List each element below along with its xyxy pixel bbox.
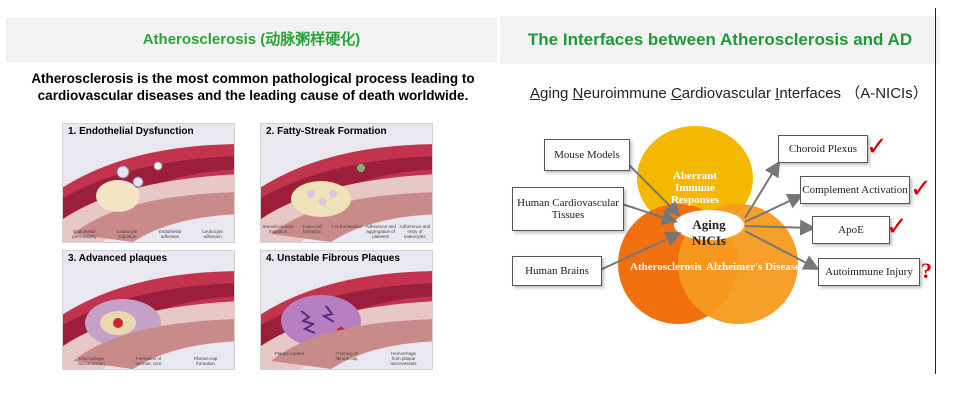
panel-title: 4. Unstable Fibrous Plaques: [266, 253, 400, 264]
panel-endothelial-dysfunction: 1. Endothelial Dysfunction Endothelial p…: [62, 123, 235, 243]
panel-label: Macrophage accumulation: [78, 356, 105, 366]
subtitle-word: euroimmune: [583, 85, 671, 102]
atherosclerosis-label: Atherosclerosis: [630, 261, 702, 273]
checkmark-icon: ✓: [910, 174, 932, 204]
question-mark-icon: ?: [921, 258, 932, 283]
center-ellipse: [674, 210, 744, 240]
panel-labels: Macrophage accumulation Formation of nec…: [63, 356, 234, 366]
panel-label: Foam-cell formation: [302, 224, 323, 234]
panel-fatty-streak-formation: 2. Fatty-Streak Formation Smooth-muscle …: [260, 123, 433, 243]
panel-title: 1. Endothelial Dysfunction: [68, 126, 194, 137]
arrow-human-cardiovascular: [621, 203, 678, 225]
panel-title: 3. Advanced plaques: [68, 253, 168, 264]
right-slide: The Interfaces between Atherosclerosis a…: [500, 6, 958, 374]
panel-label: Plaque rupture: [274, 351, 305, 356]
output-box-choroid-plexus: Choroid Plexus: [778, 135, 868, 163]
left-slide: Atherosclerosis (动脉粥样硬化) Atherosclerosis…: [6, 6, 497, 374]
panel-label: Endothelial adhesion: [158, 229, 182, 239]
panel-label: Leukocyte adhesion: [202, 229, 223, 239]
panel-labels: Smooth-muscle migration Foam-cell format…: [261, 224, 432, 239]
subtitle-initial: A: [530, 85, 541, 102]
lead-statement: Atherosclerosis is the most common patho…: [31, 71, 475, 103]
arrow-human-brains: [599, 231, 682, 271]
subtitle-word: nterfaces: [779, 85, 842, 102]
panel-label: Adherence and aggregation of platelets: [365, 224, 396, 239]
panel-label: Hemorrhage from plaque microvessels: [390, 351, 417, 366]
checkmark-icon: ✓: [886, 212, 908, 242]
subtitle-initial: N: [572, 85, 584, 102]
left-header-band: Atherosclerosis (动脉粥样硬化): [6, 18, 497, 62]
subtitle-word: ardiovascular: [681, 85, 776, 102]
panel-label: Leukocyte migration: [116, 229, 138, 239]
subtitle-initial: I: [775, 85, 780, 102]
panel-labels: Endothelial permeability Leukocyte migra…: [63, 229, 234, 239]
panel-label: Formation of necrotic core: [135, 356, 162, 366]
subtitle-abbreviation: （A-NICIs）: [845, 85, 928, 102]
artery-illustration: [63, 271, 234, 369]
panel-label: Endothelial permeability: [72, 229, 97, 239]
panel-unstable-fibrous-plaques: 4. Unstable Fibrous Plaques Plaque ruptu…: [260, 250, 433, 370]
input-box-human-cardiovascular-tissues: Human Cardiovascular Tissues: [512, 187, 624, 231]
output-box-autoimmune-injury: Autoimmune Injury: [818, 258, 920, 286]
aging-nicis-label: Aging NICIs: [692, 217, 726, 248]
panel-label: Adherence and entry of leukocytes: [399, 224, 431, 239]
output-box-apoe: ApoE: [812, 216, 890, 244]
panel-title: 2. Fatty-Streak Formation: [266, 126, 387, 137]
arrow-complement-activation: [744, 193, 804, 223]
input-box-mouse-models: Mouse Models: [544, 139, 630, 171]
panel-label: Smooth-muscle migration: [262, 224, 294, 234]
slide-divider: [935, 8, 936, 374]
left-slide-title: Atherosclerosis (动脉粥样硬化): [142, 31, 361, 48]
output-box-complement-activation: Complement Activation: [800, 176, 910, 204]
aberrant-immune-label: Aberrant Immune Responses: [670, 170, 720, 206]
arrow-mouse-models: [627, 163, 681, 217]
panel-labels: Plaque rupture Thinning of fibrous cap H…: [261, 351, 432, 366]
panel-label: Thinning of fibrous cap: [335, 351, 358, 361]
arrow-apoe: [744, 219, 816, 236]
panel-label: Fibrous-cap formation: [193, 356, 218, 366]
input-box-human-brains: Human Brains: [512, 256, 602, 286]
alzheimers-label: Alzheimer's Disease: [706, 261, 800, 273]
subtitle-initial: C: [670, 85, 682, 102]
arrow-choroid-plexus: [744, 160, 781, 219]
a-nicis-subtitle: Aging Neuroimmune Cardiovascular Interfa…: [530, 82, 950, 103]
artery-illustration: [261, 144, 432, 242]
right-header-band: The Interfaces between Atherosclerosis a…: [500, 16, 940, 64]
artery-illustration: [261, 271, 432, 369]
right-slide-title: The Interfaces between Atherosclerosis a…: [527, 30, 913, 49]
arrow-autoimmune-injury: [744, 230, 820, 270]
venn-diagram: [599, 126, 820, 324]
checkmark-icon: ✓: [866, 132, 888, 162]
subtitle-word: ging: [540, 85, 573, 102]
artery-illustration: [63, 144, 234, 242]
panel-label: T-cell activation: [330, 224, 362, 229]
panel-advanced-plaques: 3. Advanced plaques Macrophage accumulat…: [62, 250, 235, 370]
